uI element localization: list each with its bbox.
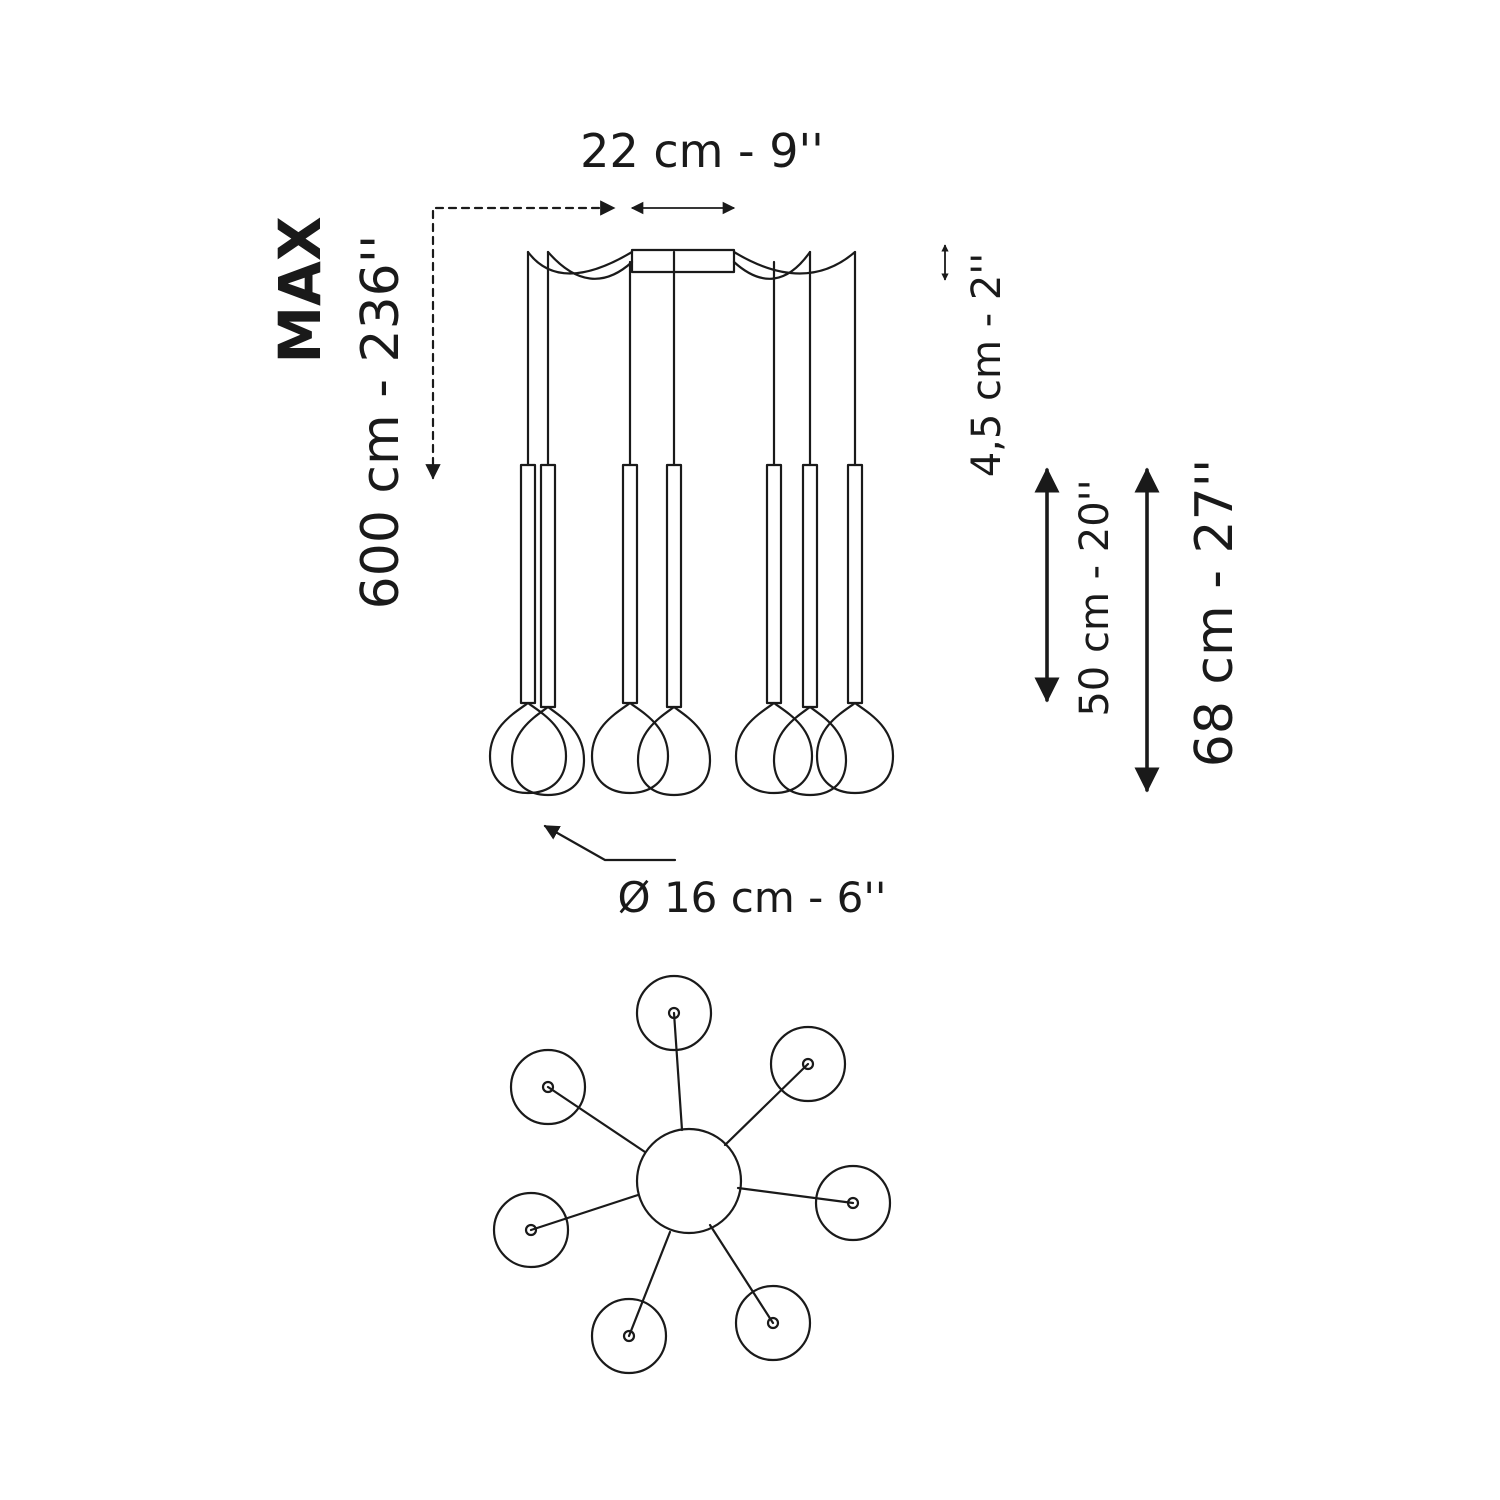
plan-view (492, 974, 892, 1375)
canopy-height-label: 4,5 cm - 2'' (964, 253, 1010, 478)
right-wire-loop (732, 250, 857, 280)
pendant-back-middle (636, 250, 712, 797)
front-elevation (488, 248, 895, 797)
plan-shade-5 (590, 1297, 668, 1375)
shade-diameter-label: Ø 16 cm - 6'' (618, 873, 887, 922)
plan-shade-6 (492, 1191, 570, 1269)
pendant-front-left (488, 250, 568, 795)
max-drop-label-group: MAX (266, 216, 334, 363)
canopy-height-label-group: 4,5 cm - 2'' (964, 253, 1010, 478)
long-pendant-height-label: 68 cm - 27'' (1185, 459, 1245, 768)
plan-shade-7 (509, 1048, 587, 1126)
shade-diameter-leader-arrow (543, 824, 677, 862)
max-drop-label: 600 cm - 236'' (351, 235, 411, 610)
short-pendant-height-label: 50 cm - 20'' (1072, 479, 1118, 716)
pendant-front-right (815, 250, 895, 795)
pendant-back-left (510, 250, 586, 797)
pendant-front-center-left (590, 260, 670, 795)
plan-canopy (635, 1127, 743, 1235)
canopy (630, 248, 736, 274)
left-wire-loop (526, 250, 634, 280)
max-drop-value-group: 600 cm - 236'' (351, 235, 411, 610)
plan-shade-2 (769, 1025, 847, 1103)
plan-shade-1 (635, 974, 713, 1052)
plan-shade-3 (814, 1164, 892, 1242)
max-drop-dashed-arrow (425, 200, 616, 480)
short-pendant-label-group: 50 cm - 20'' (1072, 479, 1118, 716)
pendant-front-center-right (734, 260, 814, 795)
pendant-back-right (772, 250, 848, 797)
plan-shade-4 (734, 1284, 812, 1362)
max-label: MAX (266, 216, 334, 363)
canopy-width-label: 22 cm - 9'' (580, 124, 824, 178)
plan-spokes (529, 1011, 855, 1338)
pendants (488, 250, 895, 797)
long-pendant-label-group: 68 cm - 27'' (1185, 459, 1245, 768)
